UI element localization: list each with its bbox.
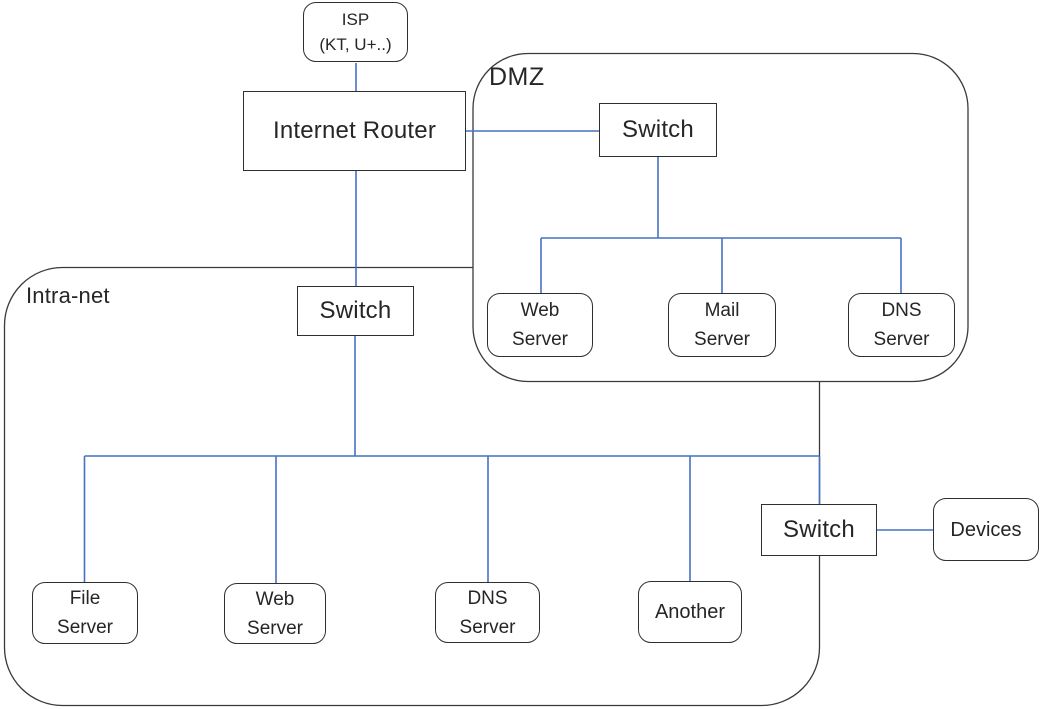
dmz-mail-server-label-line1: Mail: [704, 300, 740, 321]
intranet-switch-label: Switch: [319, 296, 392, 324]
intranet-web-server-node: Web Server: [224, 583, 326, 644]
intranet-dns-server-node: DNS Server: [435, 582, 540, 643]
edge-switch-label: Switch: [783, 515, 855, 543]
dmz-mail-server-label-line2: Server: [694, 329, 750, 350]
devices-label: Devices: [950, 518, 1022, 541]
internet-router-node: Internet Router: [243, 91, 466, 171]
file-server-label-line2: Server: [57, 617, 113, 638]
intranet-web-server-label-line2: Server: [247, 617, 303, 639]
dmz-web-server-label-line2: Server: [512, 329, 568, 350]
intranet-dns-server-label-line2: Server: [459, 616, 516, 638]
dmz-dns-server-label-line2: Server: [873, 329, 930, 350]
intranet-switch-node: Switch: [297, 286, 414, 336]
another-node: Another: [638, 581, 742, 643]
intranet-region-label: Intra-net: [26, 283, 110, 308]
dmz-dns-server-node: DNS Server: [848, 293, 955, 357]
edge-switch-node: Switch: [761, 504, 877, 556]
internet-router-label: Internet Router: [272, 116, 437, 144]
dmz-switch-node: Switch: [599, 103, 717, 157]
dmz-switch-label: Switch: [622, 115, 694, 143]
dmz-web-server-node: Web Server: [487, 293, 593, 357]
intranet-web-server-label-line1: Web: [255, 588, 295, 610]
isp-node: ISP (KT, U+..): [303, 2, 408, 62]
devices-node: Devices: [933, 498, 1039, 561]
intranet-dns-server-label-line1: DNS: [467, 587, 508, 609]
another-label: Another: [654, 601, 726, 623]
dmz-region-outline: [472, 52, 969, 383]
dmz-mail-server-node: Mail Server: [668, 293, 776, 357]
file-server-label-line1: File: [69, 588, 101, 609]
isp-label-line2: (KT, U+..): [319, 35, 392, 54]
dmz-region-label: DMZ: [489, 63, 545, 91]
file-server-node: File Server: [32, 582, 138, 644]
isp-label-line1: ISP: [341, 10, 370, 29]
dmz-dns-server-label-line1: DNS: [881, 300, 922, 321]
dmz-web-server-label-line1: Web: [520, 300, 560, 321]
